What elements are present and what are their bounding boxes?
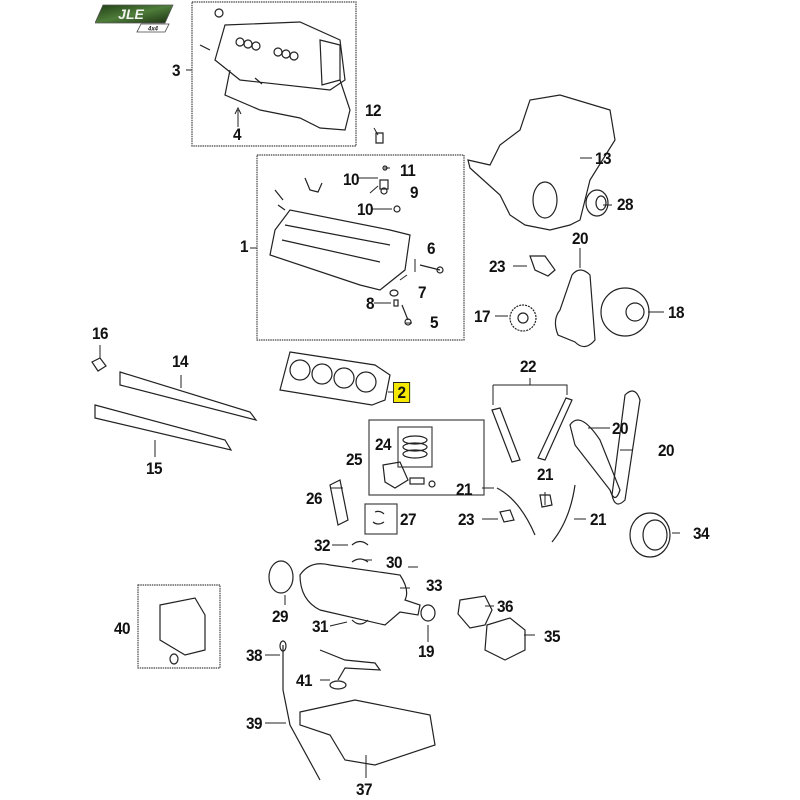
callout-14[interactable]: 14 [172, 352, 189, 371]
callout-1[interactable]: 1 [240, 237, 249, 256]
sensor-16-part [91, 357, 107, 372]
filter-adapter-36-part [457, 595, 493, 629]
tensioner-23-part [529, 255, 556, 277]
timing-chain-20b-part [611, 390, 641, 505]
callout-8[interactable]: 8 [366, 294, 375, 313]
timing-cover-part [467, 94, 616, 231]
callout-21b[interactable]: 21 [537, 465, 554, 484]
piston-rings-box [397, 426, 433, 468]
piston-group-box [368, 419, 485, 496]
valve-cover-gasket-part [224, 69, 351, 131]
callout-9[interactable]: 9 [410, 183, 419, 202]
callout-28[interactable]: 28 [617, 195, 634, 214]
callout-10b[interactable]: 10 [357, 200, 374, 219]
connecting-rod-part [329, 479, 349, 526]
cylinder-head-part [269, 165, 444, 326]
callout-7[interactable]: 7 [418, 283, 427, 302]
callout-36[interactable]: 36 [497, 597, 514, 616]
bearing-30-part [351, 558, 369, 563]
callout-31[interactable]: 31 [312, 617, 329, 636]
callout-21c[interactable]: 21 [590, 510, 607, 529]
callout-3[interactable]: 3 [172, 61, 181, 80]
logo-brand-text: JLE [118, 6, 144, 22]
callout-39[interactable]: 39 [246, 714, 263, 733]
guide-21-small-part [539, 494, 553, 508]
bearing-32-part [351, 540, 369, 546]
callout-5[interactable]: 5 [430, 313, 439, 332]
guide-21-right-part [551, 484, 576, 543]
callout-20a[interactable]: 20 [572, 229, 589, 248]
bearing-box [364, 503, 398, 535]
tensioner-23b-part [499, 509, 515, 523]
timing-chain-upper-part [554, 269, 596, 348]
callout-2-highlighted[interactable]: 2 [393, 382, 411, 403]
camshaft-15-part [94, 404, 233, 451]
callout-23a[interactable]: 23 [489, 257, 506, 276]
callout-19[interactable]: 19 [418, 642, 435, 661]
callout-30[interactable]: 30 [386, 553, 403, 572]
callout-24[interactable]: 24 [375, 435, 392, 454]
cam-sprocket-18-part [600, 287, 650, 337]
callout-32[interactable]: 32 [314, 536, 331, 555]
callout-15[interactable]: 15 [146, 459, 163, 478]
chain-guide-left-part [491, 407, 521, 463]
cap-part [375, 132, 384, 144]
valve-cover-group-box [191, 1, 357, 147]
callout-34[interactable]: 34 [693, 524, 710, 543]
callout-10a[interactable]: 10 [343, 170, 360, 189]
head-gasket-part [279, 351, 391, 406]
callout-25[interactable]: 25 [346, 450, 363, 469]
rod-bearing-part [372, 510, 385, 525]
leader-lines [99, 69, 680, 778]
oil-pump-group-box [137, 584, 221, 669]
callout-37[interactable]: 37 [356, 780, 373, 799]
callout-17[interactable]: 17 [474, 307, 491, 326]
callout-11[interactable]: 11 [400, 161, 416, 180]
piston-part [382, 435, 436, 489]
callout-21a[interactable]: 21 [456, 480, 473, 499]
oil-pump-part [159, 597, 206, 656]
camshaft-14-part [119, 371, 258, 422]
callout-26[interactable]: 26 [306, 489, 323, 508]
jle-4x4-logo: JLE 4x4 [95, 4, 174, 33]
callout-38[interactable]: 38 [246, 646, 263, 665]
callout-20c[interactable]: 20 [658, 441, 675, 460]
callout-18[interactable]: 18 [668, 303, 685, 322]
seal-29-part [268, 560, 294, 594]
logo-sub-text: 4x4 [147, 27, 159, 33]
callout-12[interactable]: 12 [365, 101, 382, 120]
oil-cooler-35-part [484, 617, 526, 661]
guide-21-left-part [496, 487, 536, 536]
callout-29[interactable]: 29 [272, 607, 289, 626]
valve-cover-part [199, 8, 346, 91]
oil-pan-part [299, 699, 436, 766]
callout-23b[interactable]: 23 [458, 510, 475, 529]
oil-pickup-part [319, 649, 382, 681]
sprocket-17-part [509, 304, 537, 332]
callout-27[interactable]: 27 [400, 510, 417, 529]
callout-35[interactable]: 35 [544, 627, 561, 646]
callout-41[interactable]: 41 [296, 671, 313, 690]
callout-16[interactable]: 16 [92, 324, 109, 343]
pulley-28-part [585, 189, 609, 217]
callout-13[interactable]: 13 [595, 149, 612, 168]
callout-33[interactable]: 33 [426, 576, 443, 595]
callout-4[interactable]: 4 [233, 125, 242, 144]
dipstick-part [282, 645, 321, 781]
crank-pulley-34-part [629, 512, 671, 558]
callout-40[interactable]: 40 [114, 619, 131, 638]
chain-guide-right-part [537, 397, 573, 461]
callout-20b[interactable]: 20 [612, 419, 629, 438]
crankshaft-part [299, 563, 421, 626]
valve-cover-bolt-part [254, 77, 263, 85]
callout-6[interactable]: 6 [427, 239, 436, 258]
sprocket-19-part [420, 604, 436, 622]
timing-chain-20-part [569, 419, 621, 499]
callout-22[interactable]: 22 [520, 357, 537, 376]
